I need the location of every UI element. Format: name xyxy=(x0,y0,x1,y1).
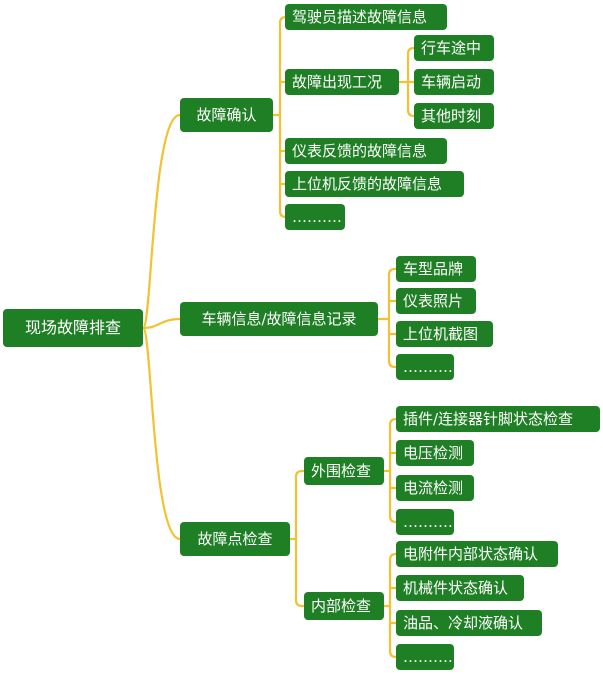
bracket-peripheral-trunk xyxy=(388,417,398,524)
node-oil-coolant-check[interactable]: 油品、冷却液确认 xyxy=(396,610,542,636)
node-current-test[interactable]: 电流检测 xyxy=(396,475,474,501)
bracket-check-trunk xyxy=(294,469,306,608)
node-other-time[interactable]: 其他时刻 xyxy=(414,103,494,129)
node-dashboard-fault-info[interactable]: 仪表反馈的故障信息 xyxy=(285,138,447,164)
link-root-confirm xyxy=(141,113,182,330)
node-dashboard-photo[interactable]: 仪表照片 xyxy=(396,288,476,314)
node-while-driving[interactable]: 行车途中 xyxy=(414,35,494,61)
node-host-pc-fault-info[interactable]: 上位机反馈的故障信息 xyxy=(285,171,464,197)
branch-vehicle-record[interactable]: 车辆信息/故障信息记录 xyxy=(180,302,378,336)
branch-fault-confirm[interactable]: 故障确认 xyxy=(180,98,273,132)
root-node[interactable]: 现场故障排查 xyxy=(3,309,143,347)
node-host-pc-screenshot[interactable]: 上位机截图 xyxy=(396,321,493,347)
node-driver-description[interactable]: 驾驶员描述故障信息 xyxy=(285,4,447,30)
node-electrical-accessory-check[interactable]: 电附件内部状态确认 xyxy=(396,541,558,567)
node-connector-pin-check[interactable]: 插件/连接器针脚状态检查 xyxy=(396,406,600,432)
bracket-confirm-trunk xyxy=(278,15,288,219)
node-voltage-test[interactable]: 电压检测 xyxy=(396,440,474,466)
link-root-record xyxy=(141,317,182,330)
node-ellipsis-record[interactable]: ………. xyxy=(396,354,454,380)
node-internal-check[interactable]: 内部检查 xyxy=(304,592,384,620)
node-ellipsis-peripheral[interactable]: ………. xyxy=(396,509,454,535)
node-vehicle-start[interactable]: 车辆启动 xyxy=(414,69,494,95)
node-peripheral-check[interactable]: 外围检查 xyxy=(304,457,384,485)
node-vehicle-brand[interactable]: 车型品牌 xyxy=(396,256,476,282)
branch-fault-point-check[interactable]: 故障点检查 xyxy=(180,522,290,556)
node-fault-condition[interactable]: 故障出现工况 xyxy=(285,69,399,95)
node-ellipsis-internal[interactable]: ………. xyxy=(396,644,454,670)
node-mechanical-part-check[interactable]: 机械件状态确认 xyxy=(396,575,524,601)
link-root-check xyxy=(141,326,182,541)
bracket-internal-trunk xyxy=(388,552,398,659)
node-ellipsis-confirm[interactable]: ………. xyxy=(285,204,345,230)
bracket-record-trunk xyxy=(387,267,398,369)
